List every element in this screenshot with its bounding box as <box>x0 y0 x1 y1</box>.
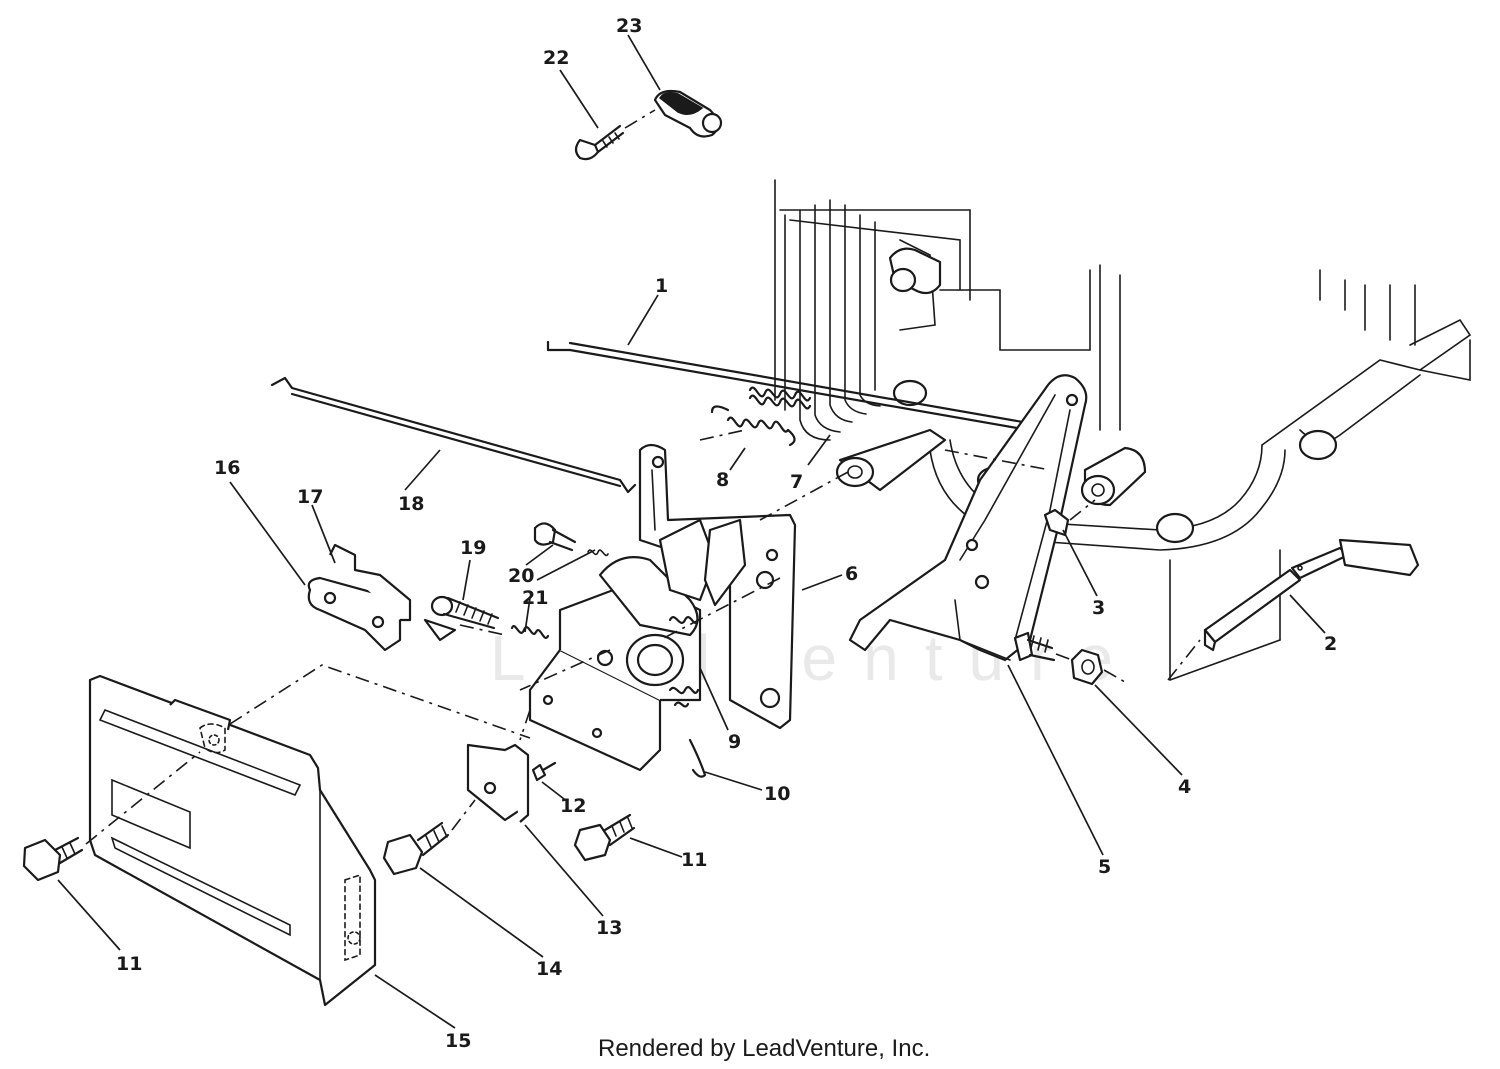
callout-4: 4 <box>1178 776 1191 798</box>
bolt-right <box>573 813 636 862</box>
callout-3: 3 <box>1092 597 1105 619</box>
callout-6: 6 <box>845 563 858 585</box>
arm-bolt <box>1013 631 1073 662</box>
footer-credit: Rendered by LeadVenture, Inc. <box>598 1035 930 1062</box>
callout-9: 9 <box>728 731 741 753</box>
hex-nut <box>1070 648 1126 686</box>
callout-11-right: 11 <box>681 849 707 871</box>
callout-19: 19 <box>460 537 486 559</box>
cover-plate <box>88 674 377 1007</box>
choke-rod <box>270 376 637 494</box>
throttle-spring <box>710 405 796 447</box>
control-bracket <box>638 443 797 730</box>
bolt-center <box>382 799 476 876</box>
callout-18: 18 <box>398 493 424 515</box>
callout-10: 10 <box>764 783 790 805</box>
bolt-left <box>22 836 84 882</box>
callout-14: 14 <box>536 958 562 980</box>
callout-2: 2 <box>1324 633 1337 655</box>
leader-lines <box>57 34 1326 1029</box>
callout-1: 1 <box>655 275 668 297</box>
governor-arm <box>848 374 1088 662</box>
callout-21: 21 <box>522 587 548 609</box>
idle-spring <box>510 625 550 639</box>
callout-23: 23 <box>616 15 642 37</box>
pivot-screw <box>533 522 609 557</box>
clamp-screw <box>574 109 656 161</box>
callout-8: 8 <box>716 469 729 491</box>
callout-15: 15 <box>445 1030 471 1052</box>
callout-22: 22 <box>543 47 569 69</box>
callout-11-left: 11 <box>116 953 142 975</box>
spacer-boss <box>835 428 947 492</box>
assembly-lines <box>85 429 1096 845</box>
adjust-screw <box>430 595 500 630</box>
cable-clamp <box>653 89 723 138</box>
engine-block <box>774 179 1472 681</box>
callout-16: 16 <box>214 457 240 479</box>
wire-clip <box>466 743 530 823</box>
choke-lever <box>307 543 457 652</box>
callout-17: 17 <box>297 486 323 508</box>
governor-lever-rod <box>1167 538 1420 681</box>
callout-13: 13 <box>596 917 622 939</box>
callout-12: 12 <box>560 795 586 817</box>
callout-20: 20 <box>508 565 534 587</box>
throttle-control-assembly <box>528 518 747 778</box>
small-screw <box>531 761 557 782</box>
governor-spring <box>748 386 812 410</box>
callouts: 1 2 3 4 5 6 7 8 9 10 11 11 12 13 14 15 1… <box>116 15 1337 1052</box>
governor-link <box>546 340 1052 434</box>
callout-5: 5 <box>1098 856 1111 878</box>
callout-7: 7 <box>790 471 803 493</box>
governor-shaft <box>1043 446 1147 537</box>
